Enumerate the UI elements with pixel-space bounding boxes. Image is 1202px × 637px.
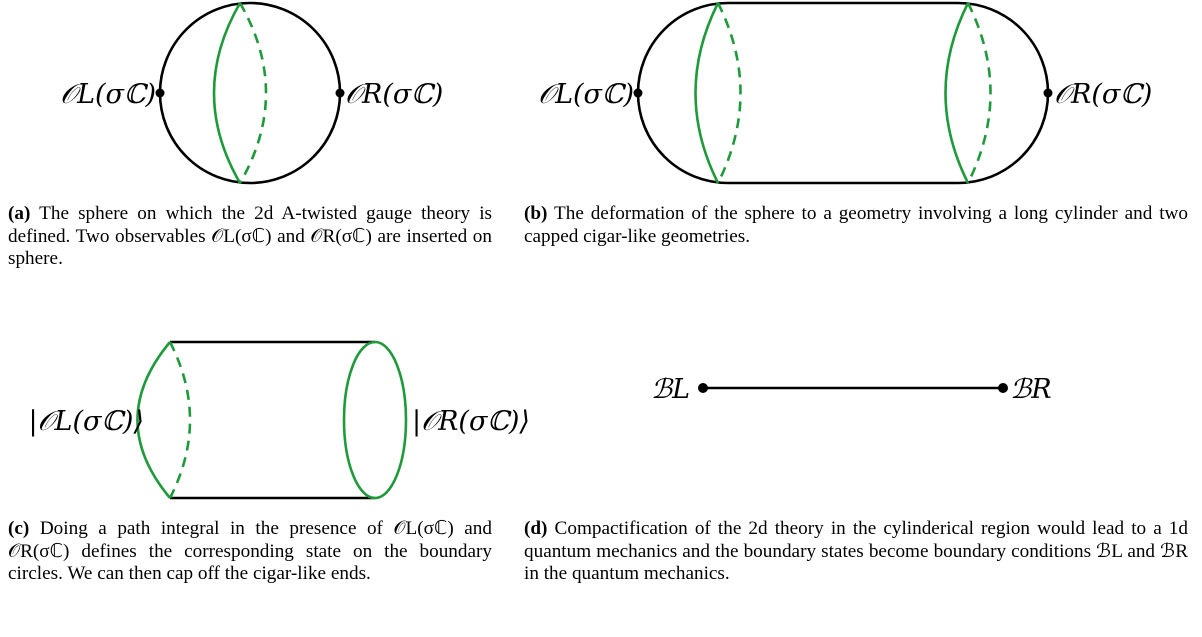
caption-c: (c) Doing a path integral in the presenc…: [8, 518, 492, 586]
great-circle-back: [238, 2, 268, 184]
caption-b-text: The deformation of the sphere to a geome…: [524, 203, 1189, 247]
caption-c-text: Doing a path integral in the presence of…: [8, 518, 492, 584]
panel-b-diagram: [633, 1, 1053, 185]
right-circle-front: [944, 2, 970, 184]
panel-c-label-left: |𝒪L(σℂ)⟩: [28, 406, 144, 437]
caption-a: (a) The sphere on which the 2d A-twisted…: [8, 203, 492, 271]
panel-b-label-left: 𝒪L(σℂ): [538, 79, 634, 110]
right-circle-back: [966, 2, 992, 184]
caption-c-label: (c): [8, 518, 30, 539]
panel-c-label-right: |𝒪R(σℂ)⟩: [412, 406, 530, 437]
panel-a-label-right: 𝒪R(σℂ): [345, 79, 443, 110]
panel-a-label-left: 𝒪L(σℂ): [60, 79, 156, 110]
caption-b: (b) The deformation of the sphere to a g…: [524, 203, 1188, 248]
sphere-outline: [158, 1, 342, 185]
panel-d-label-right: ℬR: [1010, 374, 1052, 405]
panel-b-label-right: 𝒪R(σℂ): [1054, 79, 1152, 110]
caption-d-text: Compactification of the 2d theory in the…: [524, 518, 1188, 584]
caption-d-label: (d): [524, 518, 548, 539]
caption-d: (d) Compactification of the 2d theory in…: [524, 518, 1188, 586]
boundary-point-left: [698, 383, 708, 393]
right-circle: [342, 340, 408, 500]
capsule-outline: [636, 1, 1050, 185]
insertion-point-left: [155, 88, 165, 98]
panel-c-diagram: [136, 340, 408, 500]
left-circle-front: [694, 2, 720, 184]
insertion-point-right: [335, 88, 345, 98]
insertion-point-right: [1043, 88, 1053, 98]
panel-d-label-left: ℬL: [651, 374, 690, 405]
caption-a-label: (a): [8, 203, 31, 224]
panel-d-diagram: [698, 383, 1008, 393]
caption-a-text: The sphere on which the 2d A-twisted gau…: [8, 203, 492, 269]
left-circle-back: [168, 341, 192, 499]
panel-a-diagram: [155, 1, 345, 185]
caption-b-label: (b): [524, 203, 548, 224]
left-circle-front: [136, 341, 171, 499]
insertion-point-left: [633, 88, 643, 98]
left-circle-back: [716, 2, 742, 184]
great-circle-front: [212, 2, 242, 184]
boundary-point-right: [998, 383, 1008, 393]
